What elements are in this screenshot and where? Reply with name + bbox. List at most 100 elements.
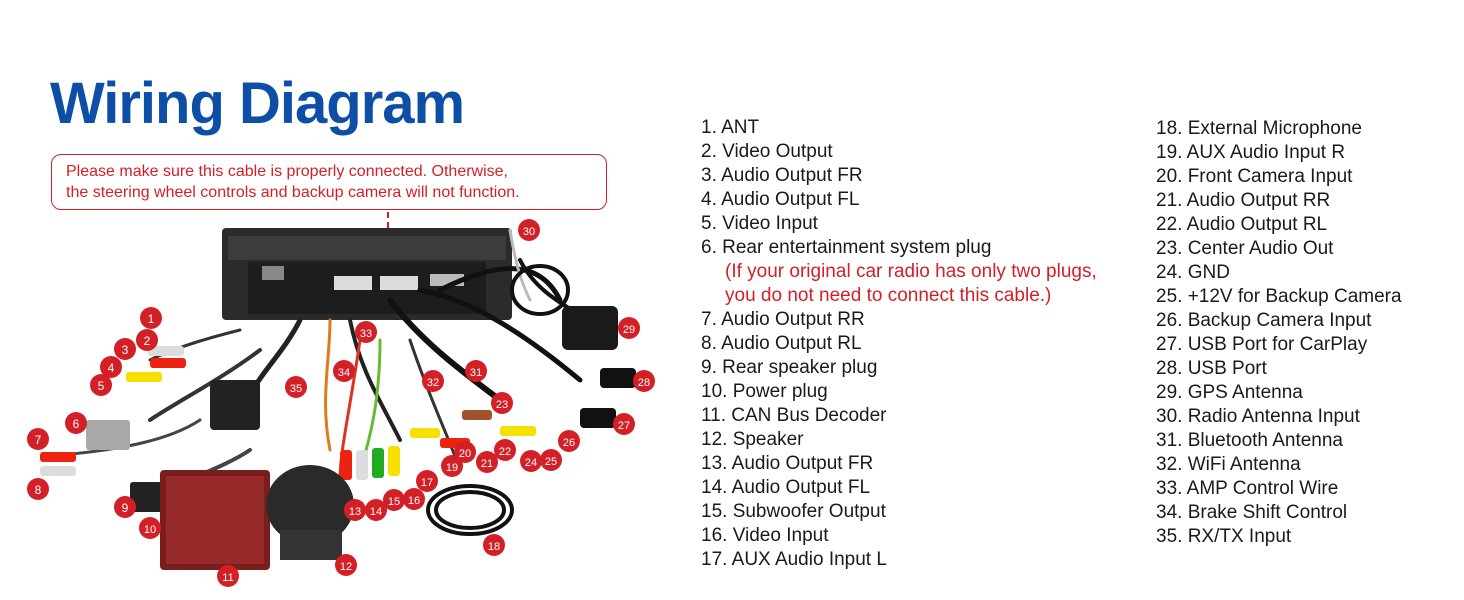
- legend-item: 5. Video Input: [701, 213, 818, 234]
- badge-2: 2: [136, 329, 158, 351]
- legend-item: 1. ANT: [701, 117, 760, 138]
- legend-item: 24. GND: [1156, 262, 1230, 283]
- canbus-decoder: [160, 470, 270, 570]
- badge-11-label: 11: [222, 572, 233, 584]
- badge-7-label: 7: [35, 433, 42, 447]
- usb-port-28: [600, 368, 636, 388]
- badge-29-label: 29: [623, 324, 635, 336]
- microphone-cable: [426, 484, 514, 536]
- legend-item: 3. Audio Output FR: [701, 165, 863, 186]
- legend-item: 31. Bluetooth Antenna: [1156, 430, 1343, 451]
- legend-item: 12. Speaker: [701, 429, 804, 450]
- badge-32-label: 32: [427, 377, 439, 389]
- legend-item: 35. RX/TX Input: [1156, 526, 1292, 547]
- badge-12: 12: [335, 554, 357, 576]
- badge-4: 4: [100, 356, 122, 378]
- badge-8: 8: [27, 478, 49, 500]
- legend-item: 13. Audio Output FR: [701, 453, 874, 474]
- badge-33: 33: [355, 321, 377, 343]
- badge-23: 23: [491, 392, 513, 414]
- legend-note: you do not need to connect this cable.): [725, 285, 1052, 306]
- legend-item: 15. Subwoofer Output: [701, 501, 886, 522]
- legend-item: 10. Power plug: [701, 381, 828, 402]
- legend-item: 18. External Microphone: [1156, 118, 1362, 139]
- badge-21: 21: [476, 451, 498, 473]
- badge-2-label: 2: [144, 334, 151, 348]
- legend-item: 19. AUX Audio Input R: [1156, 142, 1346, 163]
- gps-cable: [510, 264, 570, 316]
- badge-31-label: 31: [470, 367, 482, 379]
- badge-32: 32: [422, 370, 444, 392]
- badge-20: 20: [454, 441, 476, 463]
- legend-item: 34. Brake Shift Control: [1156, 502, 1348, 523]
- badge-19-label: 19: [446, 462, 458, 474]
- legend-item: 25. +12V for Backup Camera: [1156, 286, 1402, 307]
- legend-item: 27. USB Port for CarPlay: [1156, 334, 1368, 355]
- badge-11: 11: [217, 565, 239, 587]
- badge-18-label: 18: [488, 541, 500, 553]
- badge-20-label: 20: [459, 448, 471, 460]
- power-plug: [210, 380, 260, 430]
- legend-item: 17. AUX Audio Input L: [701, 549, 887, 570]
- legend-item: 7. Audio Output RR: [701, 309, 865, 330]
- legend-item: 29. GPS Antenna: [1156, 382, 1303, 403]
- badge-22-label: 22: [499, 446, 511, 458]
- badge-18: 18: [483, 534, 505, 556]
- page-title: Wiring Diagram: [50, 71, 465, 136]
- wiring-illustration: 1 2 3 4 5 6 7 8 9 10 11 12 13 14 15 16 1…: [27, 212, 655, 587]
- speaker: [266, 465, 354, 560]
- badge-3-label: 3: [122, 343, 129, 357]
- badge-7: 7: [27, 428, 49, 450]
- warning-line-2: the steering wheel controls and backup c…: [66, 184, 520, 201]
- legend-item: 21. Audio Output RR: [1156, 190, 1331, 211]
- badge-16-label: 16: [408, 495, 420, 507]
- badge-3: 3: [114, 338, 136, 360]
- badge-27-label: 27: [618, 420, 630, 432]
- badge-34-label: 34: [338, 367, 350, 379]
- badge-35-label: 35: [290, 383, 302, 395]
- badge-15-label: 15: [388, 496, 400, 508]
- badge-21-label: 21: [481, 458, 493, 470]
- badge-27: 27: [613, 413, 635, 435]
- badge-9-label: 9: [122, 501, 129, 515]
- badge-29: 29: [618, 317, 640, 339]
- legend-item: 14. Audio Output FL: [701, 477, 871, 498]
- badge-16: 16: [403, 488, 425, 510]
- badge-1-label: 1: [148, 312, 155, 326]
- badge-13: 13: [344, 499, 366, 521]
- legend-item: 28. USB Port: [1156, 358, 1267, 379]
- badge-24-label: 24: [525, 457, 537, 469]
- badge-34: 34: [333, 360, 355, 382]
- badge-30-label: 30: [523, 226, 535, 238]
- badge-25-label: 25: [545, 456, 557, 468]
- badge-6: 6: [65, 412, 87, 434]
- rca-connectors: [40, 346, 536, 480]
- warning-callout: Please make sure this cable is properly …: [51, 154, 607, 210]
- legend-item: 22. Audio Output RL: [1156, 214, 1328, 235]
- badge-1: 1: [140, 307, 162, 329]
- warning-line-1: Please make sure this cable is properly …: [66, 163, 508, 180]
- badge-10: 10: [139, 517, 161, 539]
- legend-item: 30. Radio Antenna Input: [1156, 406, 1360, 427]
- badge-5-label: 5: [98, 379, 105, 393]
- legend-item: 16. Video Input: [701, 525, 829, 546]
- badge-12-label: 12: [340, 561, 352, 573]
- badge-14: 14: [365, 499, 387, 521]
- badge-31: 31: [465, 360, 487, 382]
- badge-22: 22: [494, 439, 516, 461]
- badge-19: 19: [441, 455, 463, 477]
- badge-15: 15: [383, 489, 405, 511]
- badge-14-label: 14: [370, 506, 382, 518]
- legend-item: 33. AMP Control Wire: [1156, 478, 1339, 499]
- gps-antenna: [562, 306, 618, 350]
- legend-item: 32. WiFi Antenna: [1156, 454, 1301, 475]
- legend-item: 4. Audio Output FL: [701, 189, 860, 210]
- legend-item: 20. Front Camera Input: [1156, 166, 1353, 187]
- badge-28-label: 28: [638, 377, 650, 389]
- badge-24: 24: [520, 450, 542, 472]
- legend-item: 6. Rear entertainment system plug: [701, 237, 992, 258]
- badge-10-label: 10: [144, 524, 156, 536]
- badge-25: 25: [540, 449, 562, 471]
- legend-item: 8. Audio Output RL: [701, 333, 862, 354]
